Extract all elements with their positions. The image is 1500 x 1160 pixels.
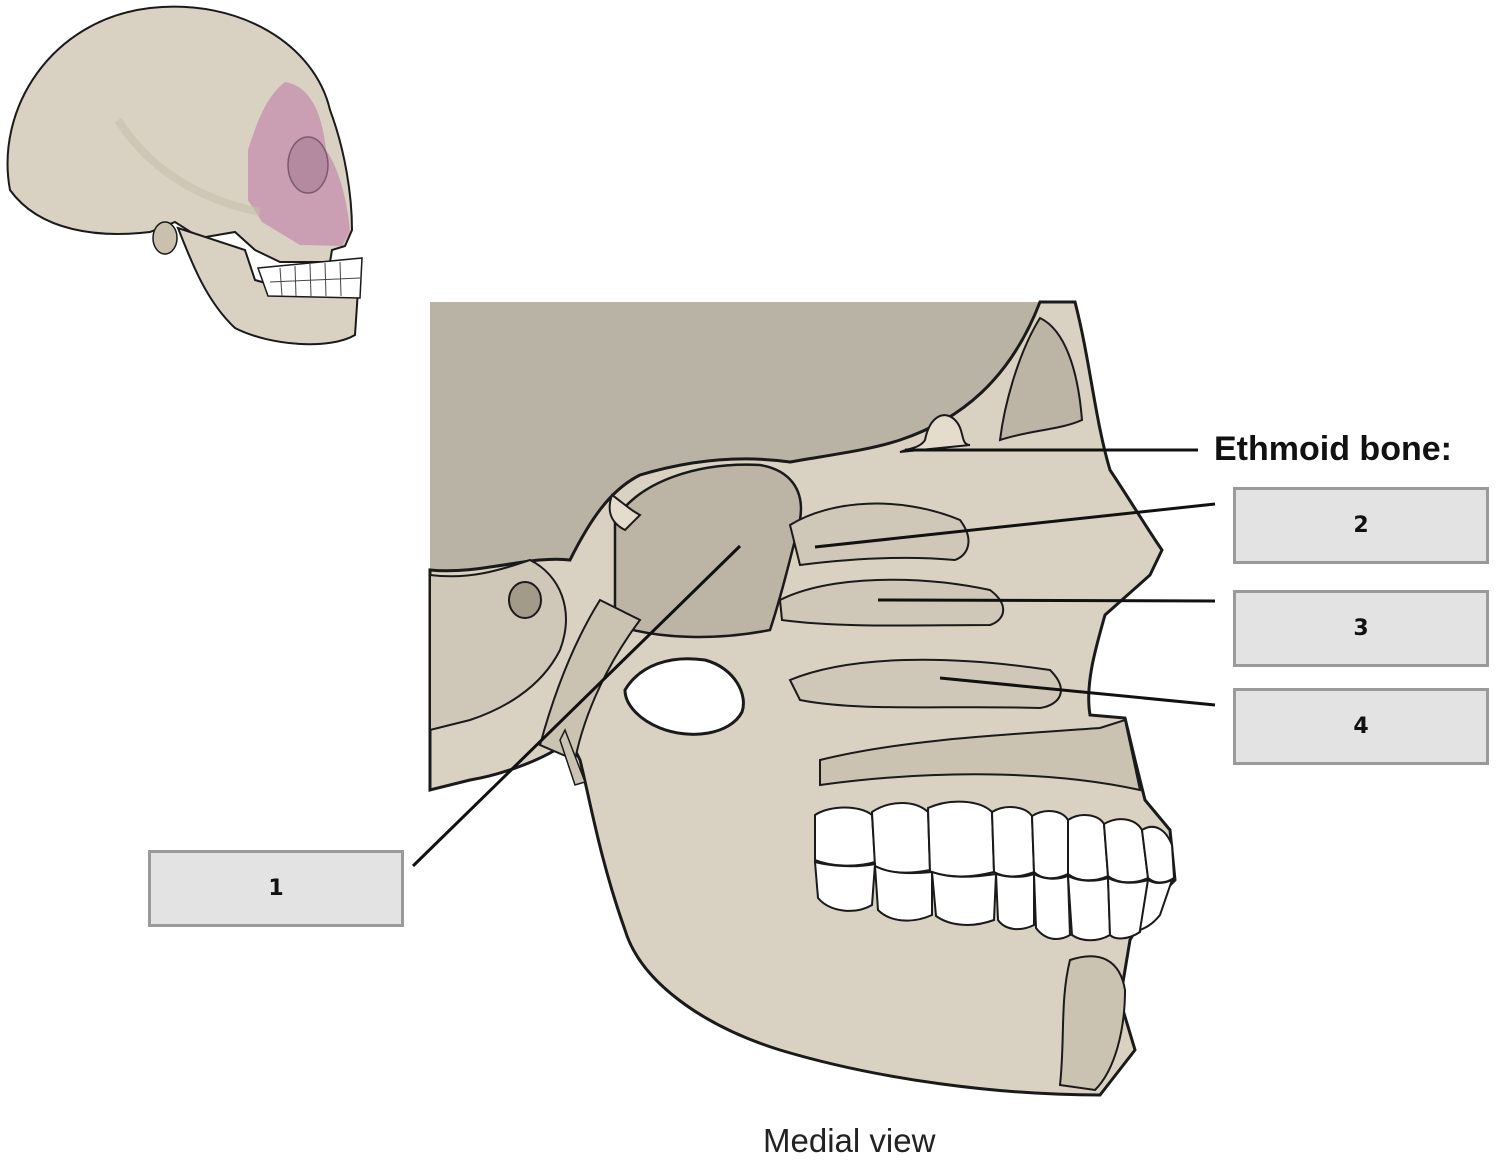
middle-concha — [778, 578, 1005, 627]
upper-tooth — [814, 806, 877, 867]
upper-tooth — [926, 800, 996, 878]
internal-acoustic-meatus — [508, 581, 542, 619]
label-box-4[interactable]: 4 — [1233, 688, 1489, 765]
lower-tooth — [1066, 874, 1112, 942]
teeth — [813, 800, 1176, 942]
label-box-1[interactable]: 1 — [148, 850, 404, 927]
thumbnail-orbit — [287, 136, 329, 194]
palate — [819, 718, 1142, 792]
leader-lines — [411, 448, 1216, 868]
label-box-3[interactable]: 3 — [1233, 590, 1489, 667]
upper-tooth — [1140, 825, 1176, 884]
upper-tooth — [1030, 810, 1069, 880]
ethmoid-heading: Ethmoid bone: — [1214, 430, 1452, 468]
upper-tooth — [1102, 818, 1150, 884]
medial-skull — [428, 300, 1177, 1097]
thumbnail-skull — [6, 5, 363, 346]
lower-tooth — [873, 864, 933, 922]
clinoid-process — [608, 493, 642, 532]
pharynx-opening — [623, 657, 745, 736]
leader-line-3 — [877, 598, 1216, 603]
upper-tooth — [870, 802, 932, 874]
lower-tooth — [994, 872, 1035, 931]
lower-tooth — [1106, 876, 1150, 940]
crista-galli — [899, 414, 971, 453]
lower-tooth — [813, 860, 877, 912]
styloid-process — [559, 728, 586, 786]
lower-tooth — [1032, 872, 1072, 941]
upper-tooth — [1067, 814, 1110, 882]
thumbnail-ear — [152, 221, 178, 255]
superior-concha — [788, 502, 970, 567]
label-box-2[interactable]: 2 — [1233, 487, 1489, 564]
leader-line-4 — [939, 676, 1216, 707]
lower-tooth — [1138, 878, 1174, 932]
sphenoid-sinus — [613, 463, 803, 639]
mandible-symphysis — [1058, 955, 1127, 1092]
frontal-sinus — [998, 316, 1084, 442]
lower-tooth — [930, 870, 998, 926]
leader-line-1 — [411, 544, 742, 868]
view-caption: Medial view — [763, 1122, 936, 1159]
leader-line-2 — [814, 502, 1216, 549]
clivus-spongy — [538, 598, 642, 762]
inferior-concha — [788, 658, 1062, 710]
upper-tooth — [990, 806, 1036, 878]
